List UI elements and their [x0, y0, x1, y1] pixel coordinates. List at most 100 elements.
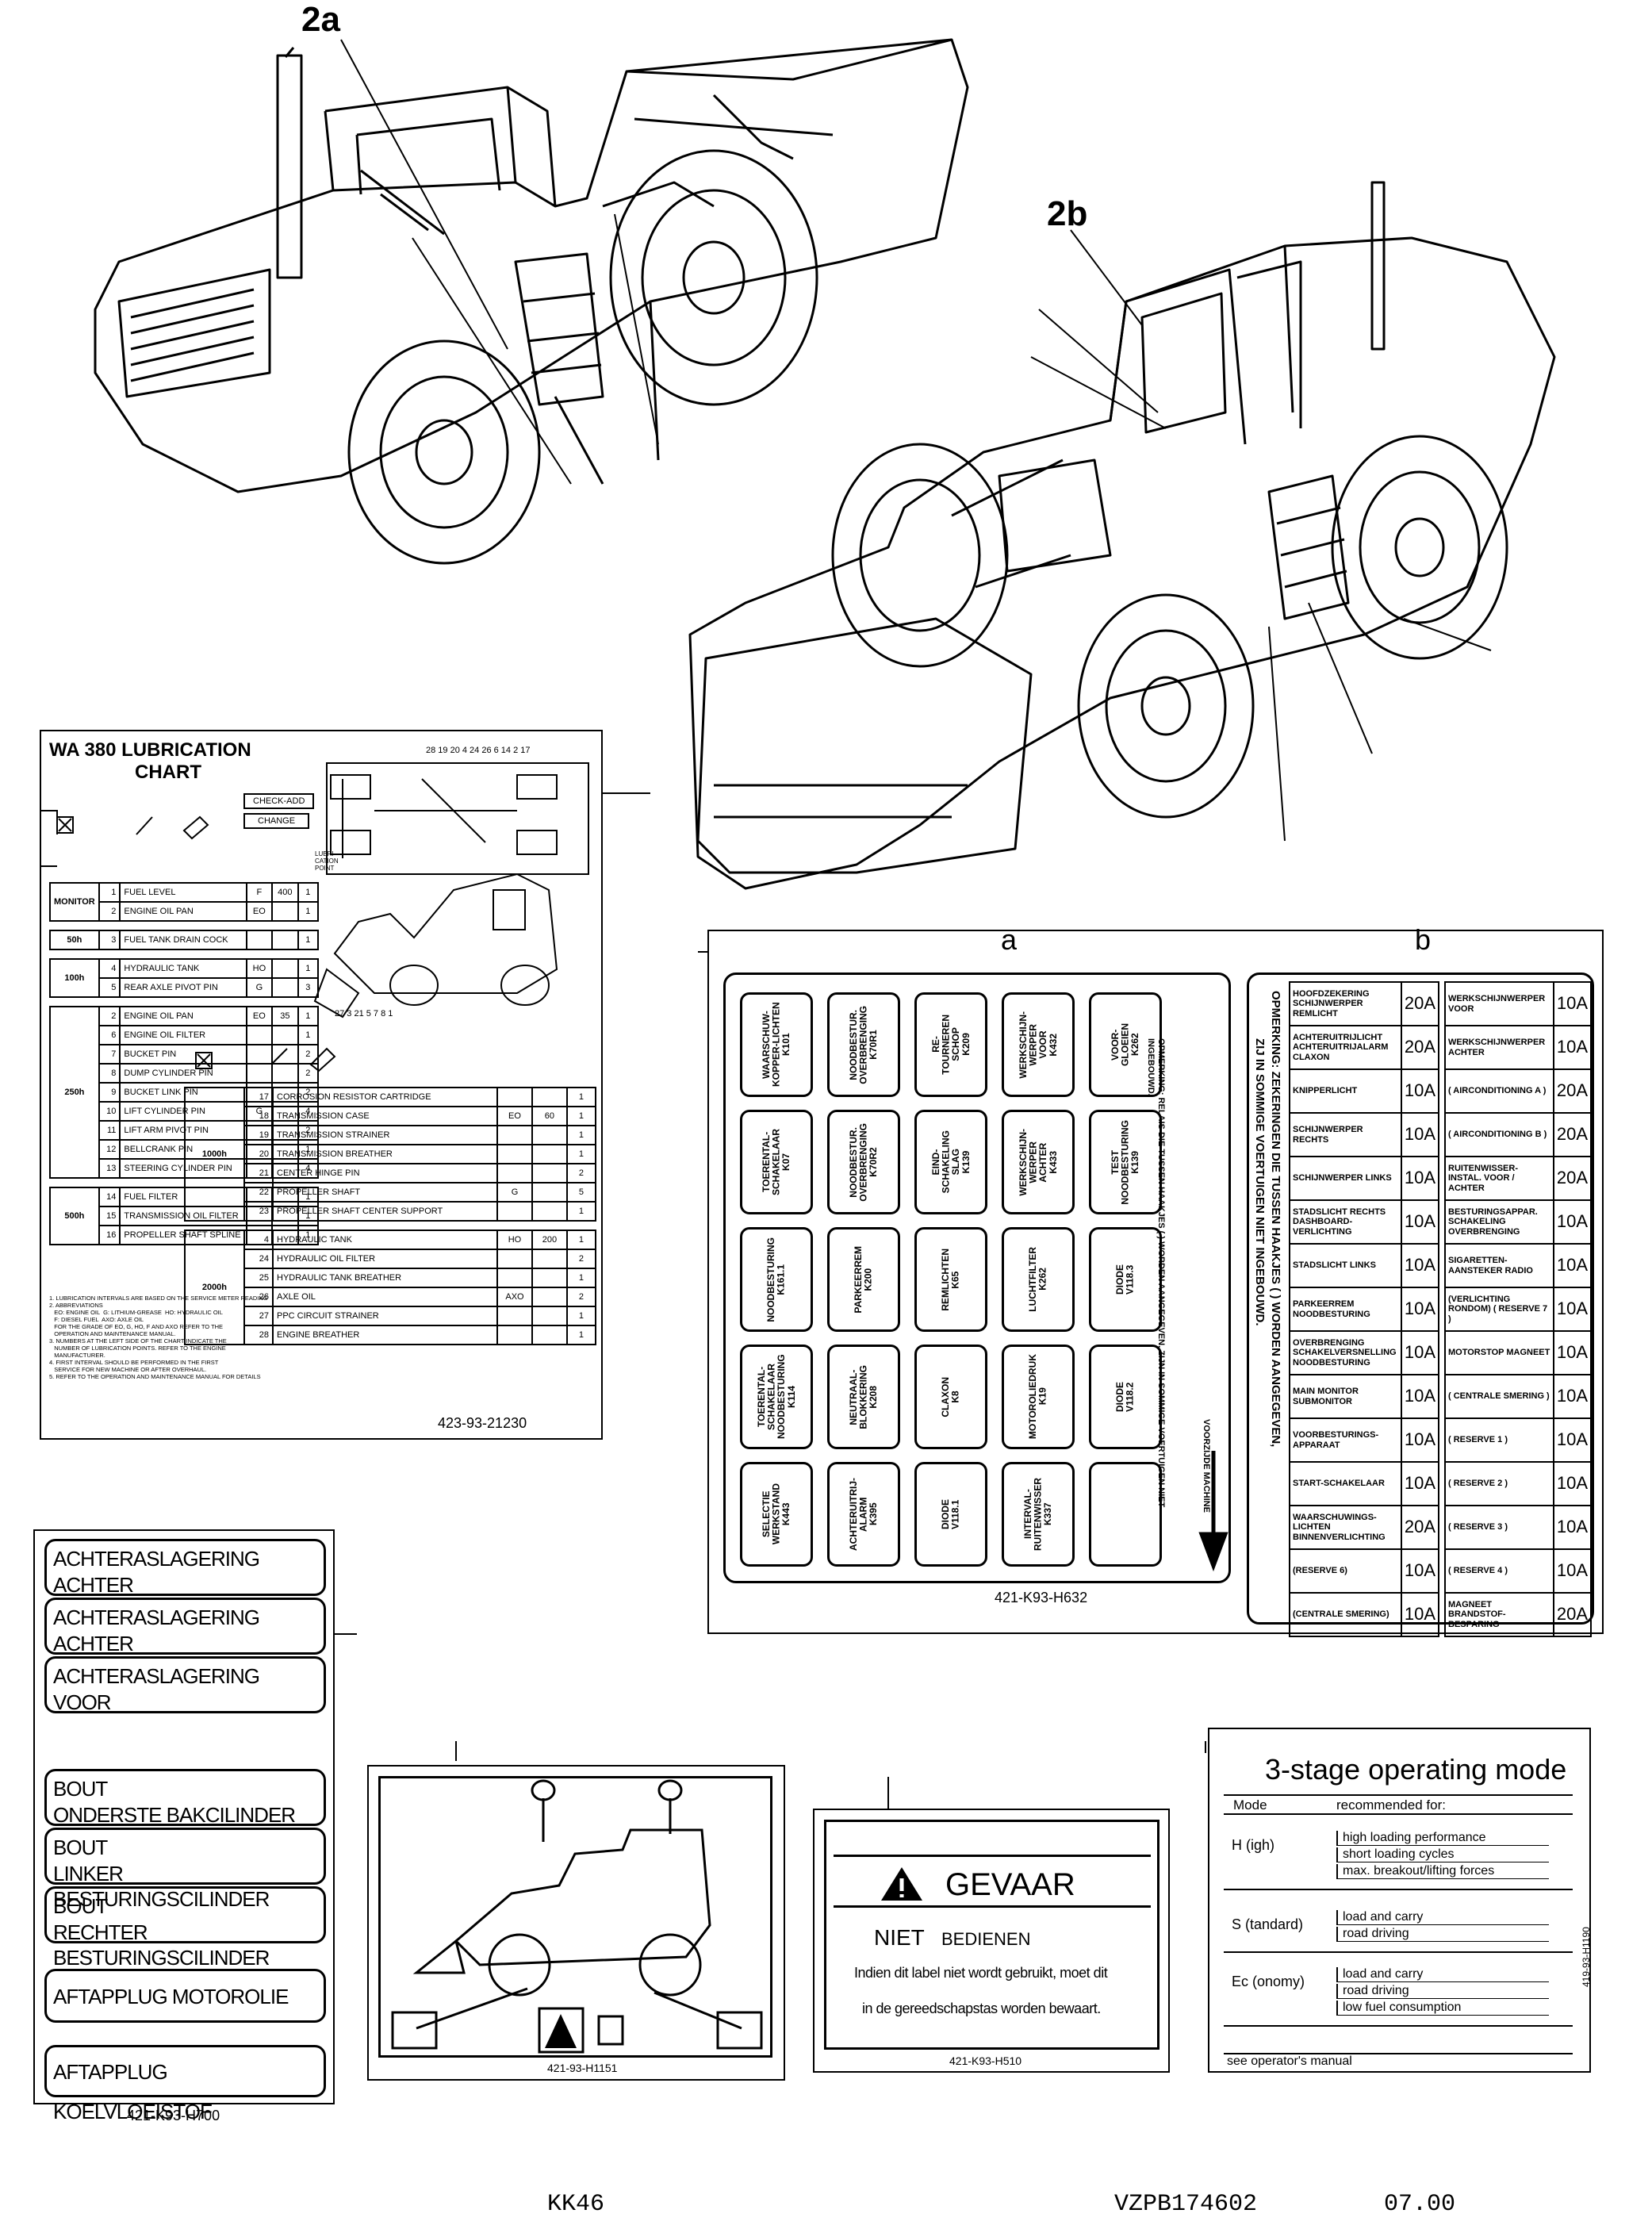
lub-lubricant: G [496, 1182, 533, 1203]
lub-capacity [531, 1306, 568, 1326]
lub-capacity [531, 1268, 568, 1288]
lub-capacity [531, 1144, 568, 1164]
lub-points: 2 [297, 1063, 320, 1084]
fuse-circuit-name: ( RESERVE 3 ) [1444, 1505, 1554, 1550]
label-rear-axle-rear-2: ACHTERASLAGERING ACHTER [44, 1598, 326, 1655]
fuse-rating: 10A [1400, 1548, 1440, 1594]
footer-date: 07.00 [1384, 2191, 1456, 2218]
stage-side-part-number: 419-93-H1190 [1581, 1927, 1592, 1987]
lub-diagram-numbers-top: 28 19 20 4 24 26 6 14 2 17 [426, 746, 531, 755]
lub-item-no: 25 [243, 1268, 274, 1288]
lub-item-name: PROPELLER SHAFT CENTER SUPPORT [271, 1201, 499, 1222]
lub-points: 1 [565, 1201, 597, 1222]
lub-points: 2 [297, 1044, 320, 1065]
fuse-rating: 10A [1552, 1243, 1593, 1288]
fuse-circuit-name: BESTURINGSAPPAR. SCHAKELING OVERBRENGING [1444, 1199, 1554, 1245]
lub-lubricant [496, 1163, 533, 1183]
lub-capacity [531, 1249, 568, 1269]
stage-mode-item: road driving [1336, 1984, 1549, 1999]
relay-slot: LUCHTFILTER K262 [1002, 1227, 1075, 1332]
lub-points: 3 [297, 977, 320, 998]
lub-lubricant [496, 1201, 533, 1222]
lub-item-name: PROPELLER SHAFT [271, 1182, 499, 1203]
label-set: ACHTERASLAGERING ACHTER ACHTERASLAGERING… [33, 1529, 335, 2123]
lub-capacity [271, 901, 299, 922]
lub-item-name: DUMP CYLINDER PIN [119, 1063, 247, 1084]
lub-capacity [531, 1087, 568, 1107]
stage-mode-item: low fuel consumption [1336, 2001, 1549, 2016]
lub-capacity [271, 977, 299, 998]
fuse-box-part-number: 421-K93-H632 [995, 1590, 1088, 1605]
fuse-rating: 20A [1552, 1068, 1593, 1114]
fuse-circuit-name: KNIPPERLICHT [1289, 1068, 1402, 1114]
fuse-rating: 10A [1400, 1068, 1440, 1114]
lub-item-no: 17 [243, 1087, 274, 1107]
relay-slot: WERKSCHIJN- WERPER ACHTER K433 [1002, 1110, 1075, 1214]
lub-item-no: 19 [243, 1125, 274, 1145]
relay-slot: NOODBESTUR. OVERBRENGING K70R2 [827, 1110, 900, 1214]
fuse-circuit-name: SCHIJNWERPER LINKS [1289, 1156, 1402, 1201]
lub-item-no: 7 [98, 1044, 121, 1065]
lub-interval: 250h [49, 1006, 100, 1179]
label-bolt-left-steering: BOUT LINKER BESTURINGSCILINDER [44, 1828, 326, 1911]
fuse-row: ( RESERVE 1 )10A [1444, 1417, 1593, 1463]
lub-points: 1 [297, 901, 320, 922]
lub-note: 2. ABBREVIATIONS [49, 1302, 103, 1309]
lub-item-name: BUCKET PIN [119, 1044, 247, 1065]
label-bolt-lower-bucket: BOUT ONDERSTE BAKCILINDER [44, 1769, 326, 1827]
relay-slot: REMLICHTEN K65 [914, 1227, 987, 1332]
fuse-rating: 10A [1552, 981, 1593, 1026]
lub-lubricant [496, 1249, 533, 1269]
lub-item-no: 18 [243, 1106, 274, 1126]
callout-b: b [1415, 923, 1432, 956]
stage-col-mode: Mode [1233, 1797, 1267, 1813]
fuse-rating: 10A [1552, 1199, 1593, 1245]
lub-item-name: HYDRAULIC TANK [271, 1230, 499, 1250]
footer-left-code: KK46 [547, 2191, 605, 2218]
fuse-rating: 10A [1400, 1243, 1440, 1288]
fuse-rating: 10A [1400, 1461, 1440, 1506]
lub-points: 1 [297, 930, 320, 950]
lub-title-1: WA 380 LUBRICATION [49, 739, 251, 761]
lub-capacity [531, 1325, 568, 1345]
lub-interval: 1000h [184, 1087, 245, 1222]
fuse-row: ( CENTRALE SMERING )10A [1444, 1374, 1593, 1419]
lub-item-no: 5 [98, 977, 121, 998]
lub-points: 1 [565, 1230, 597, 1250]
relay-slot: RE- TOURNEREN SCHOP K209 [914, 992, 987, 1097]
lub-note: OPERATION AND MAINTENANCE MANUAL. [49, 1330, 176, 1337]
lub-lubricant: G [245, 977, 274, 998]
relay-slot: PARKEERREM K200 [827, 1227, 900, 1332]
lub-capacity: 200 [531, 1230, 568, 1250]
fuse-circuit-name: (CENTRALE SMERING) [1289, 1592, 1402, 1637]
fuse-circuit-name: RUITENWISSER-INSTAL. VOOR / ACHTER [1444, 1156, 1554, 1201]
lub-capacity [531, 1201, 568, 1222]
lub-capacity [271, 1044, 299, 1065]
lub-item-no: 2 [98, 901, 121, 922]
lub-lubricant [496, 1268, 533, 1288]
lub-item-no: 8 [98, 1063, 121, 1084]
fuse-circuit-name: START-SCHAKELAAR [1289, 1461, 1402, 1506]
gevaar-body-2: in de gereedschapstas worden bewaart. [862, 2001, 1101, 2016]
fuse-rating: 20A [1552, 1592, 1593, 1637]
lub-item-name: PPC CIRCUIT STRAINER [271, 1306, 499, 1326]
lift-points-decal: 421-93-H1151 [367, 1765, 785, 2081]
lub-item-no: 11 [98, 1120, 121, 1141]
fuse-circuit-name: (RESERVE 6) [1289, 1548, 1402, 1594]
relay-slot: NOODBESTUR. OVERBRENGING K70R1 [827, 992, 900, 1097]
loader-2b-drawing [688, 181, 1556, 890]
fuse-panel: OPMERKING: ZEKERINGEN DIE TUSSEN HAAKJES… [1247, 972, 1594, 1637]
lub-item-no: 4 [243, 1230, 274, 1250]
relay-slot: VOOR- GLOEIEN K262 [1089, 992, 1162, 1097]
lift-machine-icon [391, 1779, 763, 2054]
loader-2a-drawing [94, 38, 969, 565]
fuse-row: (CENTRALE SMERING)10A [1289, 1592, 1440, 1637]
fuse-circuit-name: WERKSCHIJNWERPER ACHTER [1444, 1025, 1554, 1070]
